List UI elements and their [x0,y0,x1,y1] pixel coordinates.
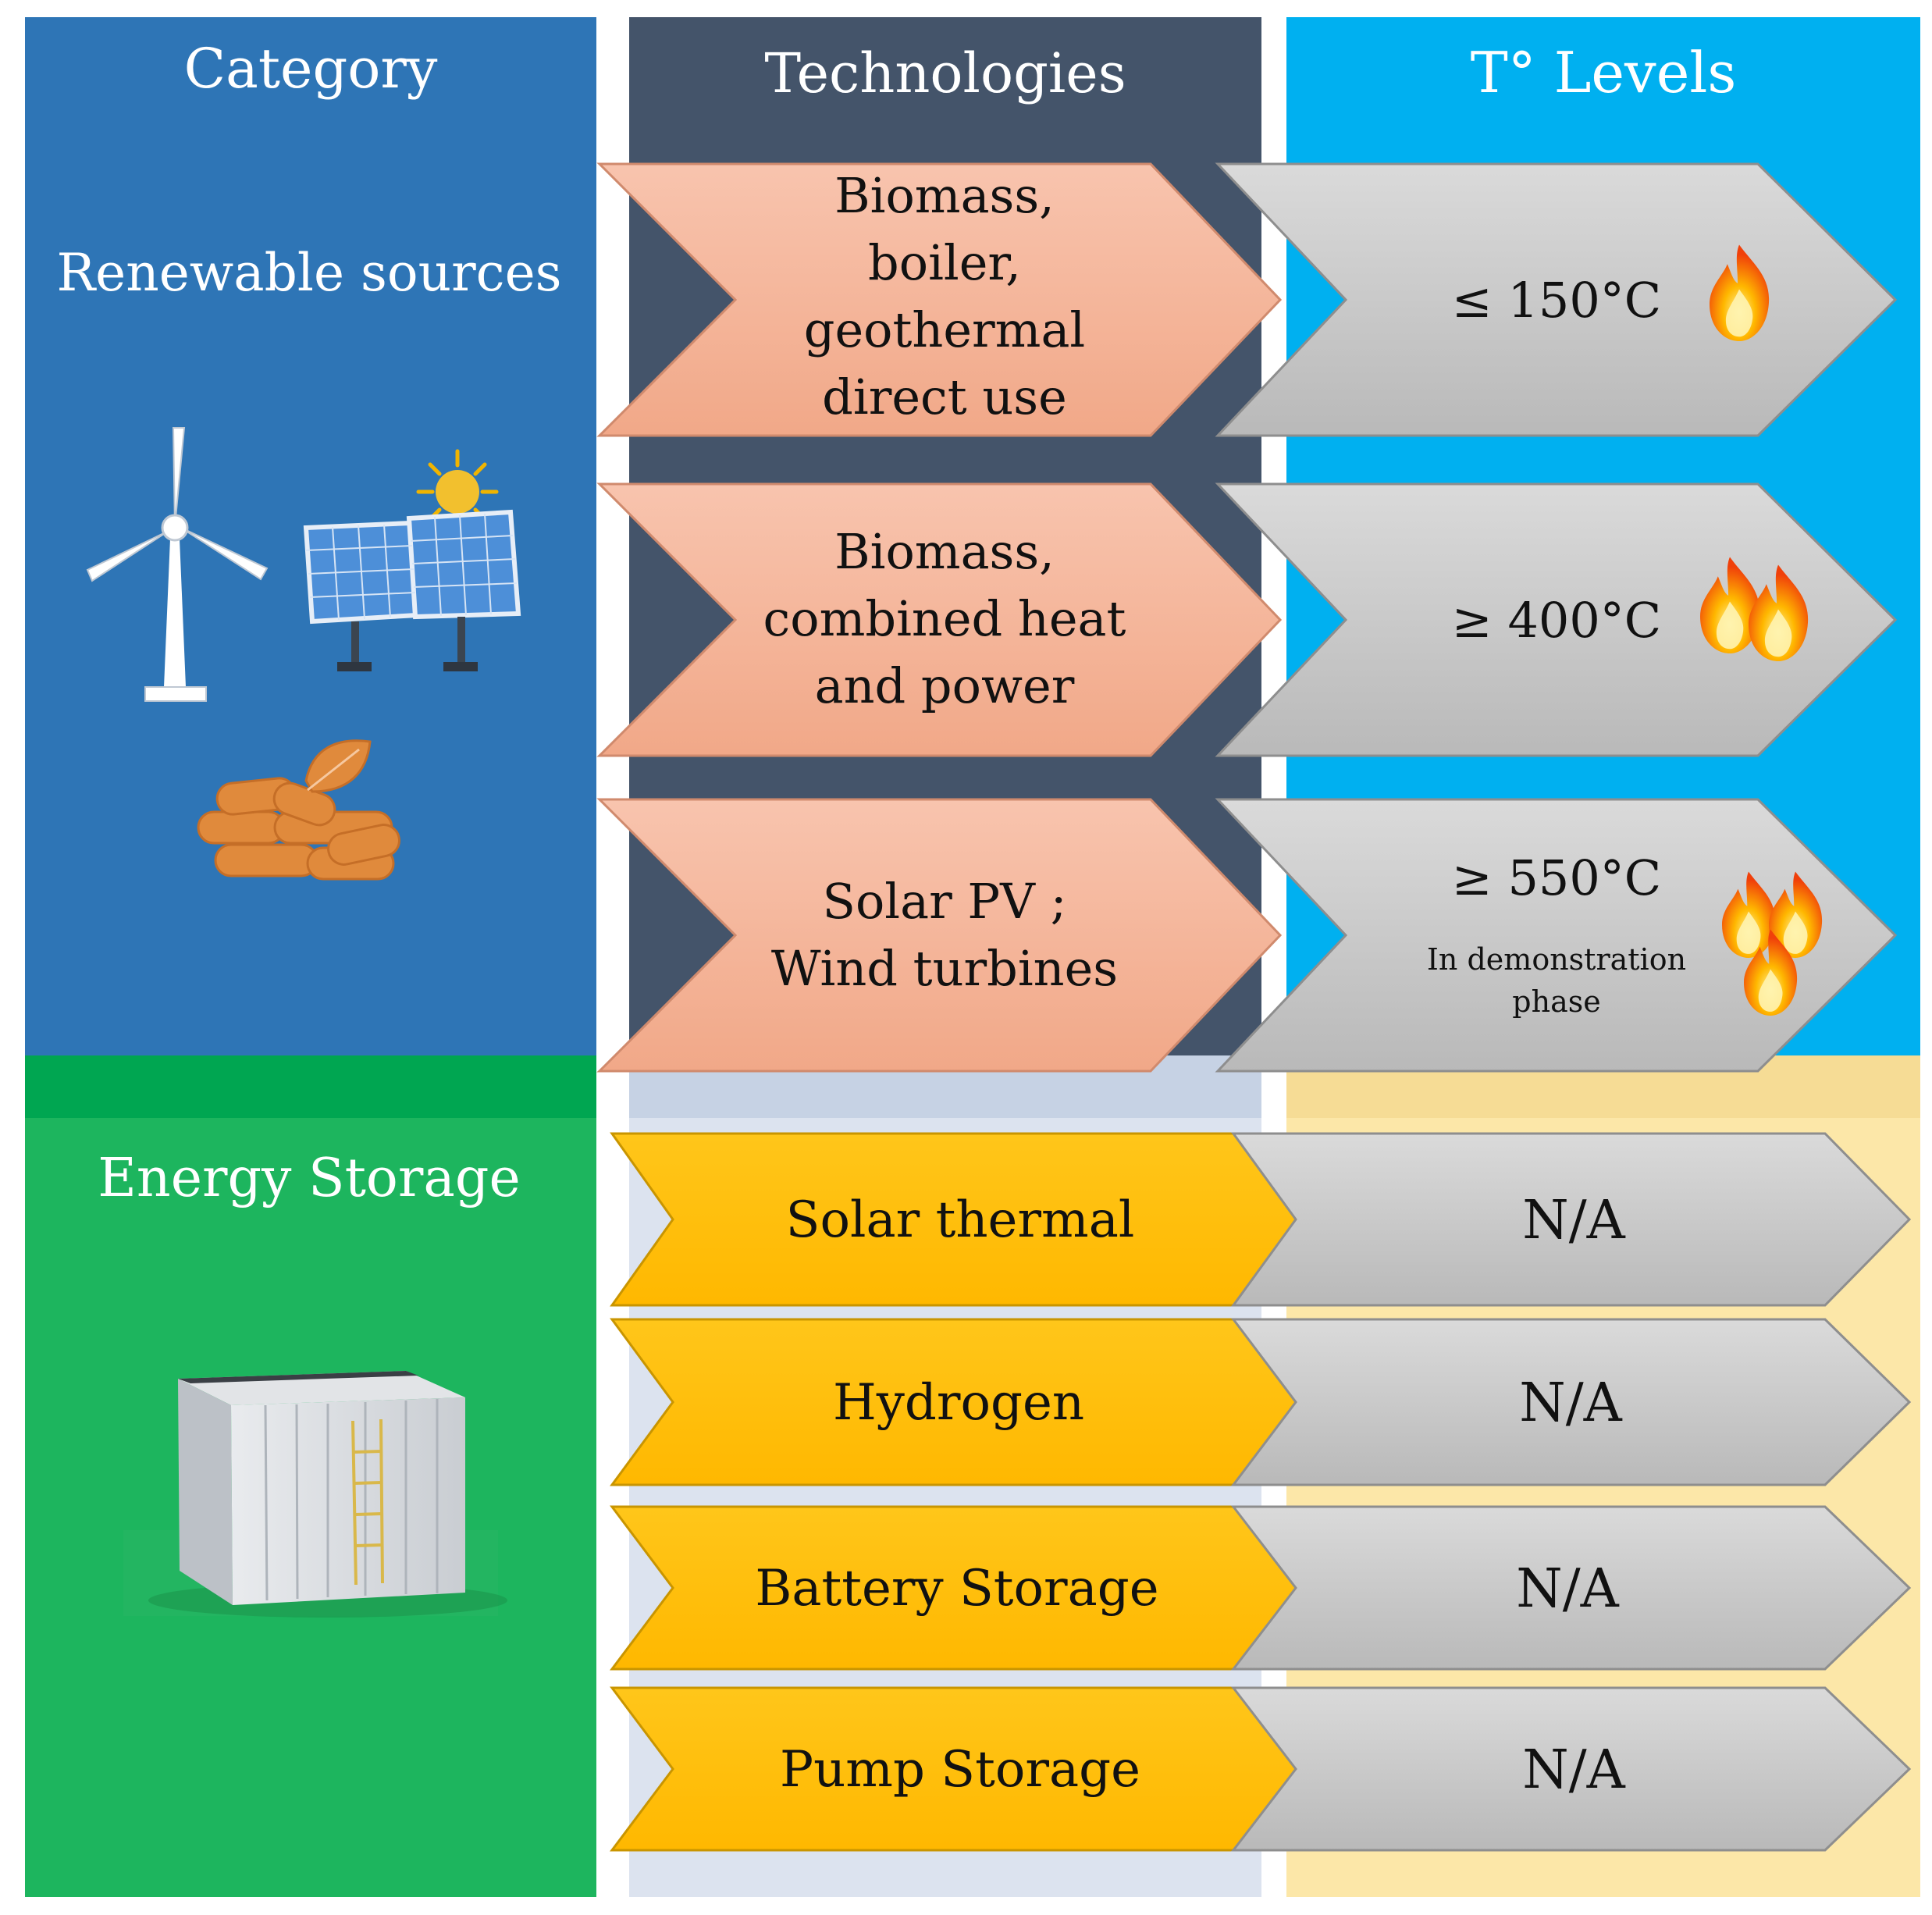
technology-row2-line2: combined heat [763,590,1126,647]
biomass-pellets-icon [197,739,400,881]
container-battery-icon [123,1371,507,1618]
solar-panel-icon [303,509,521,671]
storage-technology-2: Hydrogen [833,1374,1084,1432]
technology-row2-line1: Biomass, [834,523,1055,580]
technology-arrow-row2 [596,482,1283,757]
technologies-header: Technologies [764,41,1126,105]
storage-technology-4: Pump Storage [780,1741,1140,1799]
storage-level-2: N/A [1519,1372,1622,1434]
category-header: Category [184,37,438,101]
level-arrow-row3 [1215,798,1898,1073]
technology-row3-line1: Solar PV ; [822,873,1066,930]
level-arrow-row1 [1215,162,1898,437]
storage-level-arrow-3 [1230,1505,1912,1671]
technology-arrow-row1 [596,162,1283,437]
level-row3-note-line1: In demonstration [1427,942,1686,977]
storage-level-arrow-1 [1231,1132,1912,1307]
technology-row1-line3: geothermal [804,301,1085,358]
storage-level-arrow-2 [1230,1318,1912,1486]
storage-technology-3: Battery Storage [755,1560,1158,1618]
technology-row2-line3: and power [815,657,1075,714]
technology-row1-line1: Biomass, [834,167,1055,224]
level-row1-value: ≤ 150°C [1452,272,1661,329]
wind-turbine-icon [86,427,269,702]
storage-level-arrow-4 [1230,1686,1912,1852]
renewable-level-arrows [1215,162,1898,1073]
levels-header: T° Levels [1471,40,1737,105]
storage-level-1: N/A [1522,1190,1625,1251]
level-row2-value: ≥ 400°C [1452,592,1661,649]
renewable-sources-label: Renewable sources [56,243,561,303]
technology-row3-line2: Wind turbines [771,940,1118,997]
storage-level-3: N/A [1516,1558,1619,1620]
technology-arrow-row3 [596,798,1283,1073]
level-row3-note-line2: phase [1512,984,1600,1019]
renewable-technology-arrows [596,162,1283,1073]
storage-technology-arrows [610,1132,1302,1852]
storage-technology-1: Solar thermal [786,1191,1135,1249]
level-row3-value: ≥ 550°C [1452,849,1661,906]
level-arrow-row2 [1215,482,1898,757]
storage-band-green [25,1055,596,1118]
storage-level-4: N/A [1522,1739,1625,1801]
technology-row1-line4: direct use [822,368,1067,425]
technology-row1-line2: boiler, [868,234,1021,291]
energy-storage-label: Energy Storage [98,1148,520,1209]
storage-level-arrows [1230,1132,1912,1852]
